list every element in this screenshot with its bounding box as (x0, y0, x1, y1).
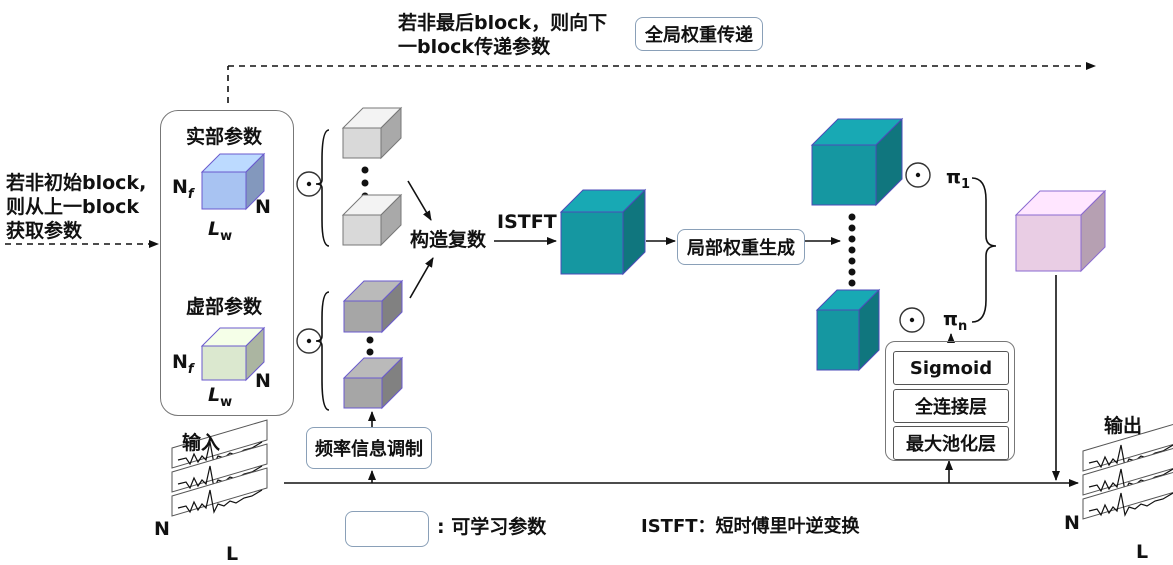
imag-stack-dot-1 (366, 336, 374, 344)
input-waves-panel-2 (171, 443, 268, 493)
arrow-imag-to-construct (409, 257, 434, 299)
output-l-label: L (1136, 541, 1149, 563)
weight-stack-dot-7 (848, 279, 856, 287)
real-n-label: N (255, 196, 271, 218)
brace-pi (971, 177, 997, 323)
freq-mod-label: 频率信息调制 (306, 427, 432, 469)
brace-real (315, 129, 330, 247)
output-title: 输出 (1104, 415, 1143, 437)
fc-layer: 全连接层 (893, 389, 1009, 423)
imag-n-label: N (255, 370, 271, 392)
param-panel (160, 110, 294, 416)
real-stack-dot-1 (361, 166, 369, 174)
imag-lw-label: Lw (208, 384, 233, 410)
istft-label: ISTFT (497, 211, 557, 233)
istft-output-cube (559, 188, 647, 276)
imag-param-cube (200, 326, 266, 382)
local-weight-label: 局部权重生成 (677, 229, 805, 265)
weight-cube-bottom (815, 288, 881, 372)
input-waves-panel-1 (171, 419, 268, 469)
imag-nf-label: Nf (172, 351, 194, 377)
legend-learnable-text: : 可学习参数 (437, 516, 547, 538)
construct-complex-label: 构造复数 (410, 229, 487, 251)
output-waves-panel-3 (1082, 471, 1173, 520)
weight-stack-dot-2 (848, 224, 856, 232)
input-n-label: N (154, 518, 170, 540)
imag-stack-dot-2 (366, 348, 374, 356)
output-waves-wave-3 (1088, 492, 1173, 517)
hadamard-real-center (306, 181, 312, 187)
left-note-line3: 获取参数 (6, 220, 83, 242)
real-lw-label: Lw (208, 218, 233, 244)
real-stack-dot-2 (361, 179, 369, 187)
output-waves-panel-1 (1082, 423, 1173, 472)
output-waves-panel-2 (1082, 447, 1173, 496)
arrow-real-to-construct (407, 180, 432, 221)
top-note-line1: 若非最后block，则向下 (398, 12, 608, 34)
weight-stack-dot-6 (848, 268, 856, 276)
hadamard-pi-n-center (909, 317, 915, 323)
input-l-label: L (226, 543, 239, 565)
real-freq-cube-bottom (341, 193, 403, 247)
weight-stack-dot-4 (848, 246, 856, 254)
real-nf-label: Nf (172, 176, 194, 202)
top-note-line2: 一block传递参数 (398, 36, 551, 58)
imag-param-title: 虚部参数 (186, 296, 263, 318)
weight-stack-dot-1 (848, 213, 856, 221)
output-n-label: N (1064, 512, 1080, 534)
hadamard-pi-1-center (915, 172, 921, 178)
pi-n-label: πn (943, 308, 968, 334)
real-param-cube (200, 152, 266, 211)
hadamard-imag-center (306, 338, 312, 344)
imag-freq-cube-top (342, 279, 404, 334)
real-param-title: 实部参数 (186, 126, 263, 148)
left-note-line1: 若非初始block, (6, 172, 147, 194)
global-weight-label: 全局权重传递 (635, 17, 763, 51)
maxpool-layer: 最大池化层 (893, 426, 1009, 460)
fused-output-cube (1014, 189, 1107, 273)
weight-gen-stack: Sigmoid 全连接层 最大池化层 (885, 341, 1015, 461)
weight-cube-top (810, 117, 904, 207)
left-note-line2: 则从上一block (6, 196, 140, 218)
input-waves-panel-3 (171, 467, 268, 517)
real-freq-cube-top (341, 106, 403, 160)
weight-stack-dot-3 (848, 235, 856, 243)
brace-imag (315, 291, 330, 411)
weight-stack-dot-5 (848, 257, 856, 265)
pi-1-label: π1 (946, 166, 971, 192)
sigmoid-layer: Sigmoid (893, 351, 1009, 385)
imag-freq-cube-bottom (342, 356, 404, 410)
legend-istft-def: ISTFT：短时傅里叶逆变换 (641, 516, 860, 537)
input-waves-wave-3 (177, 489, 263, 514)
legend-learnable-swatch (345, 511, 429, 547)
input-title: 输入 (182, 432, 221, 454)
